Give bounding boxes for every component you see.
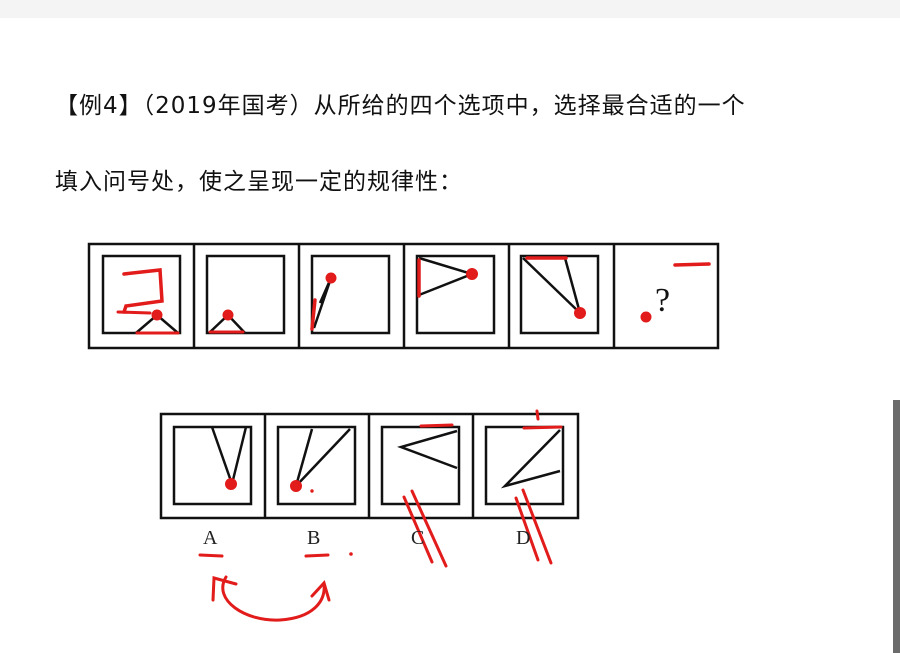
- underline-A: [198, 553, 224, 558]
- strike-mark-C: [402, 495, 434, 564]
- red-dot: [325, 272, 337, 284]
- options-row: [159, 412, 580, 520]
- option-figure-B: [276, 425, 357, 506]
- hand-drawn-square: [122, 268, 164, 314]
- sequence-figure-5: [519, 254, 600, 335]
- sequence-row: [87, 242, 720, 350]
- red-dot: [222, 309, 234, 321]
- swap-arrow: [221, 575, 326, 622]
- option-figure-A: [172, 425, 253, 506]
- option-label-b[interactable]: B: [307, 527, 321, 549]
- option-label-d[interactable]: D: [516, 527, 531, 549]
- question-text-line-2: 填入问号处，使之呈现一定的规律性：: [55, 169, 463, 195]
- red-dot: [290, 480, 302, 492]
- sequence-annotations: [116, 256, 711, 335]
- sequence-figure-3: [310, 254, 391, 335]
- red-dot: [574, 307, 586, 319]
- sequence-figure-4: [415, 254, 496, 335]
- sequence-figure-1: [101, 254, 182, 335]
- top-bar: [0, 0, 900, 18]
- strike-mark-D: [514, 496, 540, 562]
- sequence-figure-2: [205, 254, 286, 335]
- options-annotations: [198, 409, 563, 622]
- red-dot: [225, 478, 237, 490]
- unknown-figure-question-mark: ?: [655, 282, 671, 319]
- option-label-c[interactable]: C: [411, 527, 425, 549]
- question-text-line-1: 【例4】（2019年国考）从所给的四个选项中，选择最合适的一个: [55, 93, 746, 119]
- scrollbar[interactable]: [893, 400, 900, 653]
- underline-B: [304, 553, 330, 558]
- red-dot: [640, 311, 652, 323]
- option-label-a[interactable]: A: [203, 527, 218, 549]
- red-dot: [466, 268, 478, 280]
- red-dot: [151, 309, 163, 321]
- option-figure-C: [380, 425, 461, 506]
